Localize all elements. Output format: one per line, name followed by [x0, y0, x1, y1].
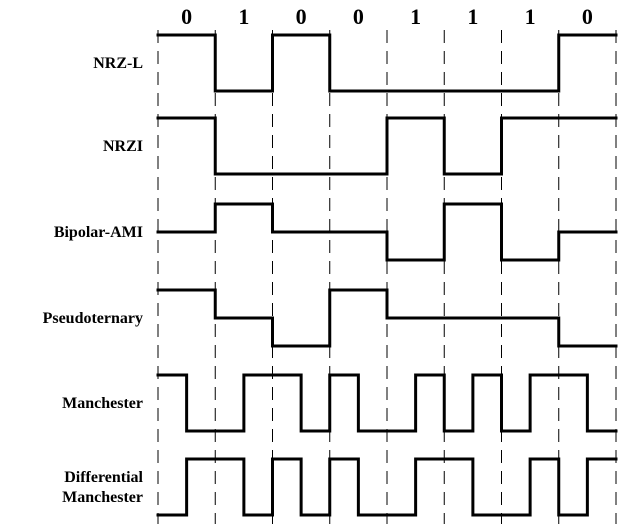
manchester-waveform [156, 373, 618, 433]
manchester-label: Manchester [62, 395, 143, 412]
differential-manchester-waveform [156, 457, 618, 517]
bit-boundary-lines [157, 30, 617, 524]
bit-value: 1 [238, 4, 249, 29]
nrzi-waveform [156, 116, 618, 176]
bit-value: 0 [353, 4, 364, 29]
bit-value: 1 [410, 4, 421, 29]
nrzi-label: NRZI [103, 138, 143, 155]
waveforms [156, 33, 618, 517]
pseudoternary-waveform [156, 288, 618, 348]
bipolar-ami-label: Bipolar-AMI [54, 224, 143, 241]
bit-sequence-header: 0 1 0 0 1 1 1 0 [181, 4, 593, 29]
bipolar-ami-waveform [156, 202, 618, 262]
bit-value: 0 [296, 4, 307, 29]
nrz-l-label: NRZ-L [93, 55, 143, 72]
nrz-l-waveform [156, 33, 618, 93]
differential-manchester-label: Manchester [62, 489, 143, 506]
bit-value: 0 [181, 4, 192, 29]
encoding-labels: NRZ-L NRZI Bipolar-AMI PseudoternaryManches… [43, 55, 144, 506]
pseudoternary-label: Pseudoternary [43, 310, 143, 327]
bit-value: 0 [582, 4, 593, 29]
bit-value: 1 [525, 4, 536, 29]
bit-value: 1 [467, 4, 478, 29]
differential-manchester-label: Differential [64, 469, 143, 486]
